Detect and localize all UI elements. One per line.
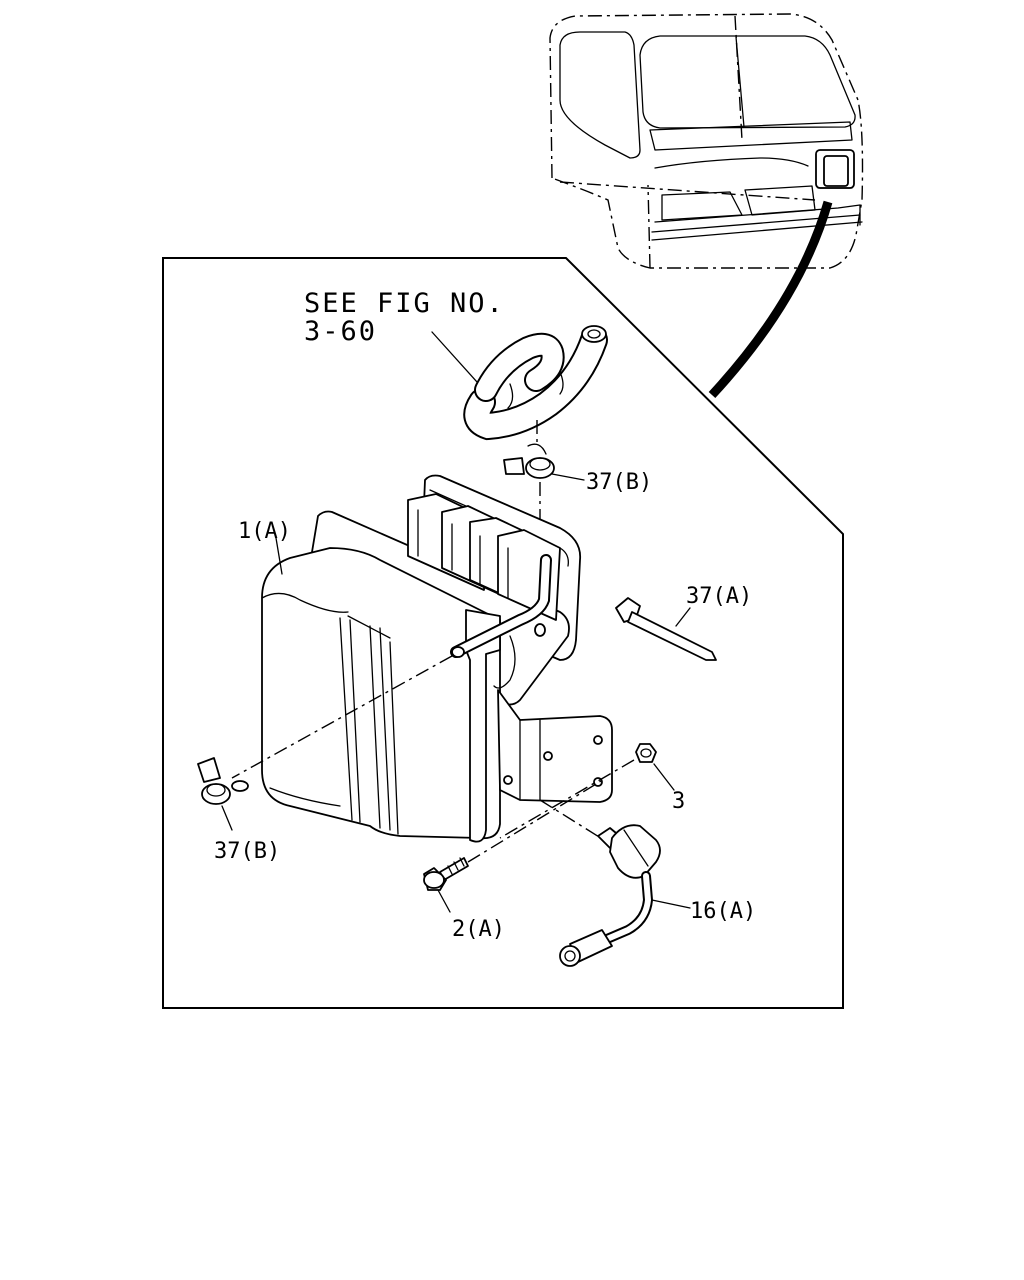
vent-hose — [463, 325, 608, 441]
callout-bolt: 2(A) — [452, 917, 505, 942]
reference-note-line2: 3-60 — [304, 316, 377, 347]
callout-canister: 1(A) — [238, 519, 291, 544]
hose-clip-left — [197, 757, 249, 805]
truck-cab-locator-view — [549, 13, 864, 399]
location-pointer-line — [708, 200, 833, 399]
callout-clip-top: 37(B) — [586, 470, 652, 495]
callout-clip-left: 37(B) — [214, 839, 280, 864]
check-valve — [539, 799, 661, 967]
canister-assembly — [261, 474, 613, 843]
flange-bolt — [423, 857, 469, 891]
hose-clip-top — [503, 443, 555, 479]
detail-frame — [162, 257, 844, 1009]
cable-tie-band — [615, 597, 717, 661]
callout-valve: 16(A) — [690, 899, 756, 924]
reference-note-line1: SEE FIG NO. — [304, 288, 505, 319]
callout-nut: 3 — [672, 789, 685, 814]
nut — [635, 743, 657, 763]
callout-band: 37(A) — [686, 584, 752, 609]
